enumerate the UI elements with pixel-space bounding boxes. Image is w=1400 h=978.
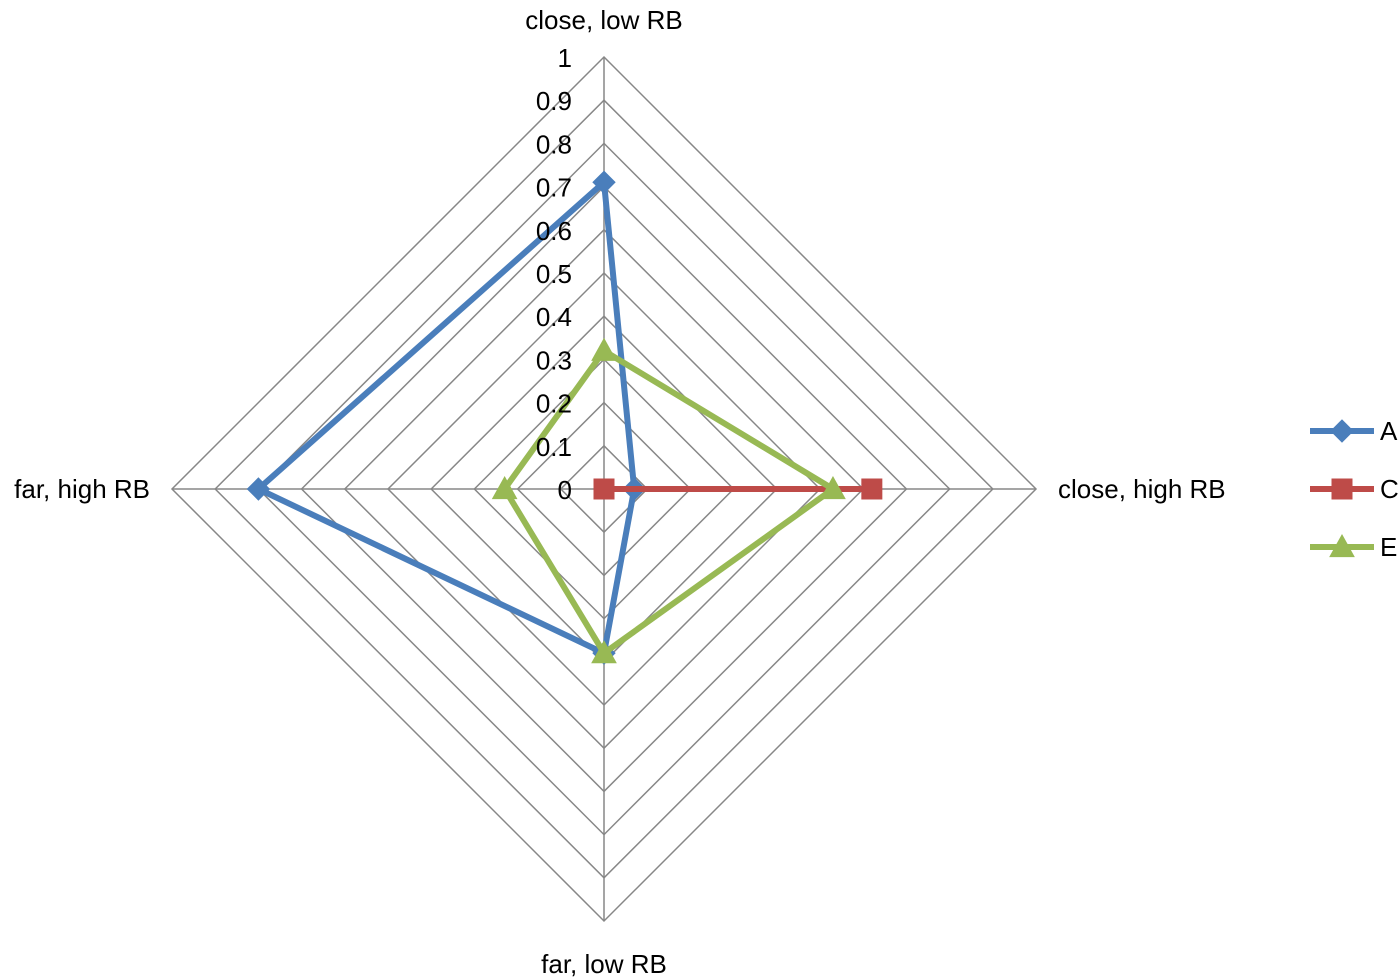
legend-item: C: [1310, 474, 1399, 504]
data-point: [591, 337, 617, 361]
axis-label: far, low RB: [541, 949, 667, 978]
data-point: [592, 170, 616, 194]
legend-marker: [1330, 419, 1354, 443]
legend: ACE: [1310, 416, 1399, 562]
legend-marker: [1331, 478, 1353, 500]
axis-labels: close, low RB close, high RB far, low RB fa…: [14, 5, 1226, 978]
tick-label: 0.6: [536, 216, 572, 246]
tick-label: 0.7: [536, 173, 572, 203]
legend-marker: [1329, 533, 1355, 558]
legend-label: C: [1380, 474, 1399, 504]
tick-label: 0: [558, 475, 572, 505]
axis-label: close, low RB: [525, 5, 683, 35]
data-point: [861, 478, 883, 500]
data-point: [593, 478, 615, 500]
tick-label: 0.2: [536, 389, 572, 419]
series-E: [491, 337, 846, 664]
axis-label: far, high RB: [14, 474, 150, 504]
tick-label: 0.1: [536, 432, 572, 462]
legend-item: E: [1310, 532, 1397, 562]
tick-label: 0.3: [536, 345, 572, 375]
tick-label: 0.9: [536, 86, 572, 116]
data-point: [591, 640, 617, 664]
axis-label: close, high RB: [1058, 474, 1226, 504]
data-point: [820, 475, 846, 500]
series-C: [593, 478, 883, 500]
tick-label: 0.4: [536, 302, 572, 332]
tick-label: 0.5: [536, 259, 572, 289]
legend-item: A: [1310, 416, 1398, 446]
data-point: [491, 475, 518, 500]
tick-label: 0.8: [536, 129, 572, 159]
tick-labels: 0 0.1 0.2 0.3 0.4 0.5 0.6 0.7 0.8 0.9 1: [536, 43, 572, 505]
series-layer: [246, 170, 883, 665]
data-point: [246, 477, 271, 501]
legend-label: A: [1380, 416, 1398, 446]
legend-label: E: [1380, 532, 1397, 562]
tick-label: 1: [558, 43, 572, 73]
series-line: [255, 179, 638, 657]
